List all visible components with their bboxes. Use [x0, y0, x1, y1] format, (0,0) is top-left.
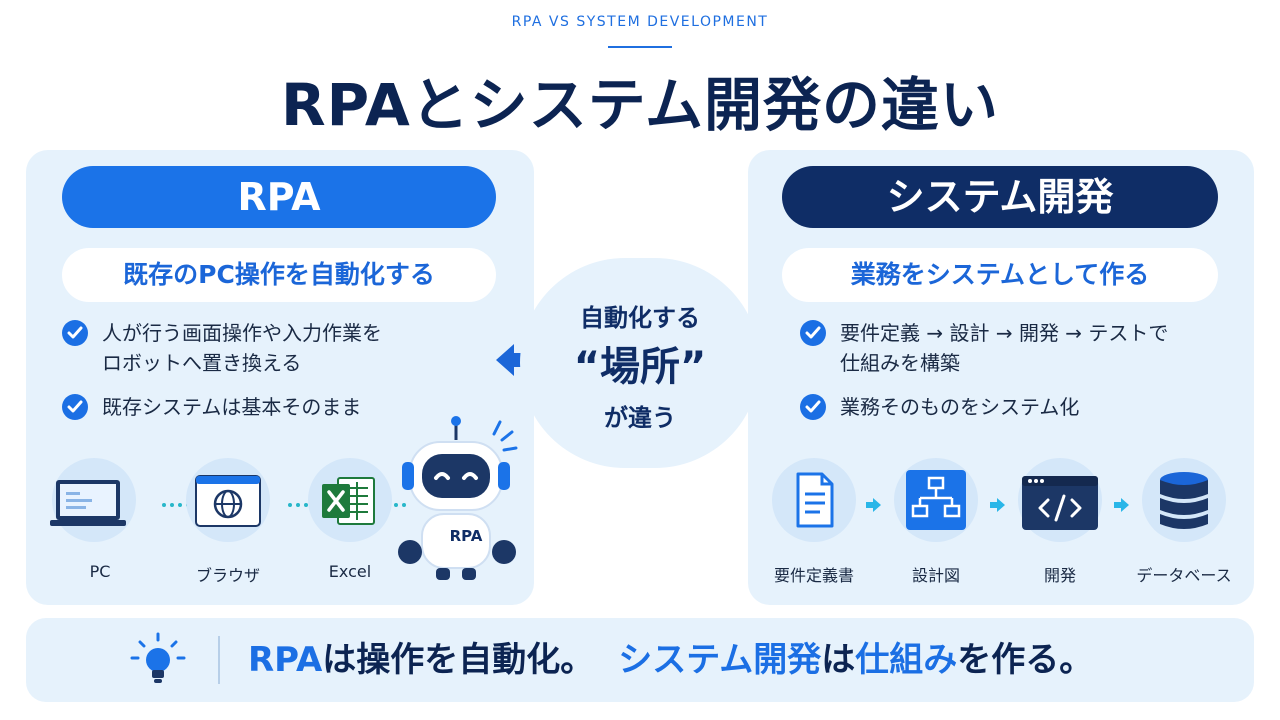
flowchart-icon	[906, 470, 966, 530]
point-line: ロボットへ置き換える	[102, 351, 302, 375]
point-line: 既存システムは基本そのまま	[102, 395, 362, 419]
pc-label: PC	[89, 562, 111, 581]
database-label: データベース	[1136, 566, 1232, 585]
development-tile	[1018, 458, 1102, 542]
browser-globe-icon	[195, 475, 261, 527]
summary-particle: は	[821, 640, 856, 680]
browser-label: ブラウザ	[195, 566, 260, 585]
list-item: 既存システムは基本そのまま	[62, 392, 512, 422]
system-dev-icon-row: 要件定義書 設計図	[748, 450, 1254, 600]
center-line-3: が違う	[604, 404, 676, 432]
arrow-left-icon	[496, 344, 528, 376]
list-item: 業務そのものをシステム化	[800, 392, 1250, 422]
page-title: RPAとシステム開発の違い	[281, 71, 999, 139]
arrow-right-small-icon	[1114, 498, 1129, 512]
arrow-right-small-icon	[866, 498, 881, 512]
excel-tile	[308, 458, 392, 542]
lightbulb-icon	[130, 632, 186, 683]
summary-rpa: RPA	[248, 640, 323, 680]
point-line: 業務そのものをシステム化	[840, 395, 1080, 419]
requirements-tile	[772, 458, 856, 542]
summary-bar: RPAは操作を自動化。システム開発は仕組みを作る。	[26, 618, 1254, 702]
eyebrow-divider	[608, 46, 672, 48]
rpa-icon-row: PC ブラウザ	[26, 416, 534, 600]
eyebrow-text: RPA VS SYSTEM DEVELOPMENT	[511, 14, 769, 30]
document-icon	[796, 472, 834, 528]
robot-icon	[398, 416, 518, 580]
center-line-1: 自動化する	[580, 304, 700, 332]
connector-dots	[288, 503, 312, 507]
point-line: 人が行う画面操作や入力作業を	[102, 321, 382, 345]
summary-system-dev: システム開発	[618, 640, 822, 680]
system-dev-subheading: 業務をシステムとして作る	[782, 248, 1218, 302]
list-item: 人が行う画面操作や入力作業を ロボットへ置き換える	[62, 318, 512, 378]
point-line: 要件定義 → 設計 → 開発 → テストで	[840, 321, 1169, 345]
excel-icon	[322, 477, 375, 525]
check-icon	[800, 394, 826, 420]
design-tile	[894, 458, 978, 542]
arrow-right-small-icon	[990, 498, 1005, 512]
summary-end: を作る。	[957, 640, 1094, 680]
rpa-panel: RPA 既存のPC操作を自動化する 人が行う画面操作や入力作業を ロボットへ置き…	[26, 150, 534, 605]
robot-badge: RPA	[449, 527, 483, 545]
list-item: 要件定義 → 設計 → 開発 → テストで 仕組みを構築	[800, 318, 1250, 378]
rpa-subheading: 既存のPC操作を自動化する	[62, 248, 496, 302]
system-dev-point-list: 要件定義 → 設計 → 開発 → テストで 仕組みを構築 業務そのものをシステム…	[800, 318, 1250, 436]
database-icon	[1160, 472, 1208, 529]
requirements-label: 要件定義書	[773, 566, 854, 585]
pc-tile	[50, 458, 136, 542]
check-icon	[62, 394, 88, 420]
database-tile	[1142, 458, 1226, 542]
laptop-icon	[50, 480, 126, 526]
summary-text: RPAは操作を自動化。システム開発は仕組みを作る。	[248, 618, 1093, 702]
connector-dots	[394, 503, 410, 507]
point-line: 仕組みを構築	[840, 351, 960, 375]
rpa-point-list: 人が行う画面操作や入力作業を ロボットへ置き換える 既存システムは基本そのまま	[62, 318, 512, 436]
development-label: 開発	[1043, 566, 1076, 585]
rpa-heading: RPA	[62, 166, 496, 228]
design-label: 設計図	[911, 566, 960, 585]
system-dev-heading: システム開発	[782, 166, 1218, 228]
center-message: 自動化する “場所” が違う	[520, 258, 760, 468]
browser-tile	[186, 458, 270, 542]
summary-mechanism: 仕組み	[855, 640, 958, 680]
check-icon	[800, 320, 826, 346]
system-dev-panel: システム開発 業務をシステムとして作る 要件定義 → 設計 → 開発 → テスト…	[748, 150, 1254, 605]
excel-label: Excel	[328, 562, 372, 581]
check-icon	[62, 320, 88, 346]
summary-divider	[218, 636, 220, 684]
center-line-2: “場所”	[573, 344, 707, 390]
code-window-icon	[1022, 476, 1098, 530]
summary-rpa-desc: は操作を自動化。	[322, 640, 595, 680]
